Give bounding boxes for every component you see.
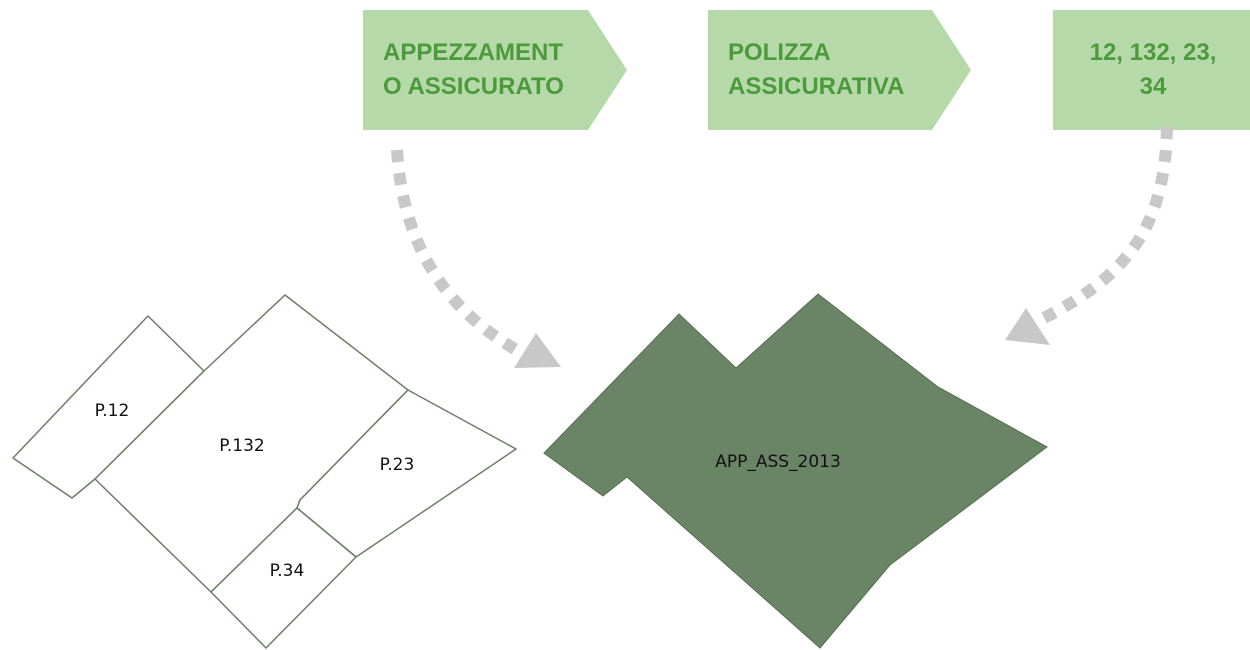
parcels-group [12,294,517,649]
parcel-34 [210,507,357,649]
chevron-label-parcel-numbers: 12, 132, 23, 34 [1089,39,1217,100]
parcel-label-34: P.34 [270,561,305,581]
box-parcel-numbers [1053,10,1250,130]
dashed-arrow-left [391,149,523,358]
chevron-label-insurance-policy: POLIZZA ASSICURATIVA [728,39,905,100]
arrow-head-right [1005,308,1050,345]
arrow-head-left [514,333,561,368]
chevron-label-insured-plot: APPEZZAMENT O ASSICURATO [383,39,564,100]
parcel-12 [12,315,205,499]
chevron-insurance-policy [708,10,971,130]
merged-plot-label: APP_ASS_2013 [715,452,841,472]
merged-plot-shape [543,293,1048,649]
parcel-label-132: P.132 [219,436,264,456]
dashed-arrow-right [1037,126,1173,326]
chevron-insured-plot [363,10,627,130]
parcel-label-23: P.23 [380,455,415,475]
parcel-label-12: P.12 [95,401,130,421]
